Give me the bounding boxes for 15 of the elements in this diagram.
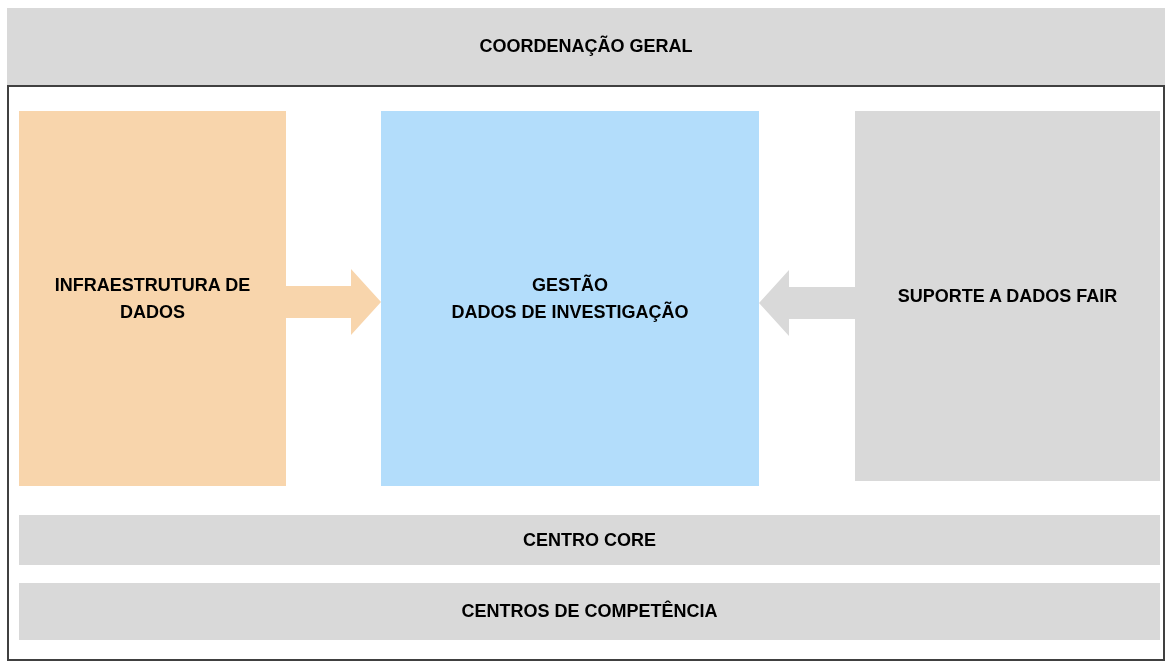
block-arrow [759, 270, 855, 336]
block [381, 111, 759, 486]
block-label: COORDENAÇÃO GERAL [479, 34, 693, 58]
block-label: GESTÃO [532, 273, 608, 297]
block-label: CENTRO CORE [523, 528, 656, 552]
header-band [7, 8, 1165, 87]
block-arrow [286, 269, 381, 335]
block-label: CENTROS DE COMPETÊNCIA [461, 599, 718, 623]
band [19, 515, 1160, 565]
block [855, 111, 1160, 481]
band [19, 583, 1160, 640]
block-label: DADOS DE INVESTIGAÇÃO [451, 300, 689, 324]
block-label: SUPORTE A DADOS FAIR [897, 284, 1118, 308]
block [19, 111, 286, 486]
block-label: INFRAESTRUTURA DE DADOS [53, 273, 252, 324]
